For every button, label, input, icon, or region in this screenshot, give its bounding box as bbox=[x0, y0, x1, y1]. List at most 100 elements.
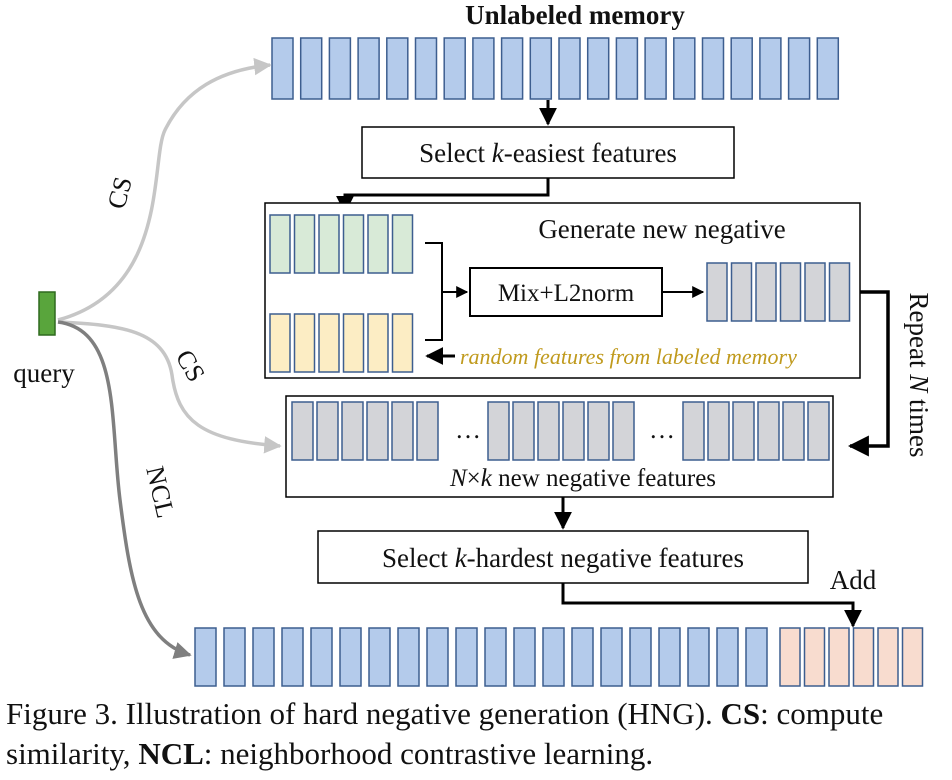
generated-features bbox=[706, 262, 851, 322]
feature-cell bbox=[828, 627, 850, 687]
feature-cell bbox=[342, 313, 365, 373]
feature-cell bbox=[391, 313, 414, 373]
feature-cell bbox=[716, 627, 739, 687]
cs-edge-middle bbox=[59, 320, 282, 454]
feature-cell bbox=[281, 627, 304, 687]
figure-caption: Figure 3. Illustration of hard negative … bbox=[6, 694, 946, 774]
ellipsis-2: … bbox=[649, 415, 675, 444]
select-hardest-text: Select k-hardest negative features bbox=[382, 543, 744, 573]
select-easiest-box bbox=[361, 126, 735, 179]
feature-cell bbox=[558, 37, 581, 100]
feature-cell bbox=[586, 37, 610, 100]
caption-ncl: NCL bbox=[138, 736, 204, 771]
feature-cell bbox=[293, 313, 316, 373]
feature-cell bbox=[455, 627, 478, 687]
feature-cell bbox=[816, 37, 840, 100]
cs-edge-top bbox=[57, 57, 272, 322]
feature-cell bbox=[299, 37, 323, 100]
feature-cell bbox=[500, 37, 524, 100]
caption-cs: CS bbox=[720, 696, 761, 731]
feature-cell bbox=[318, 214, 340, 274]
feature-cell bbox=[730, 37, 753, 100]
feature-cell bbox=[807, 401, 830, 461]
feature-cell bbox=[291, 401, 314, 461]
feature-cell bbox=[367, 313, 389, 373]
mix-box bbox=[469, 267, 663, 317]
feature-cell bbox=[529, 37, 553, 100]
bottom-added-negatives bbox=[779, 627, 924, 687]
feature-cell bbox=[877, 627, 899, 687]
add-path bbox=[561, 583, 862, 628]
nk-group-1 bbox=[291, 401, 439, 461]
query-label: query bbox=[13, 358, 75, 388]
feature-cell bbox=[687, 627, 710, 687]
feature-cell bbox=[391, 214, 414, 274]
feature-cell bbox=[779, 262, 802, 322]
feature-cell bbox=[366, 401, 389, 461]
feature-cell bbox=[472, 37, 495, 100]
random-note: random features from labeled memory bbox=[460, 344, 797, 369]
nk-group-2 bbox=[487, 401, 635, 461]
feature-cell bbox=[513, 627, 536, 687]
feature-cell bbox=[426, 627, 449, 687]
feature-cell bbox=[357, 37, 380, 100]
caption-cs-desc: : compute similarity, bbox=[6, 696, 884, 771]
caption-ncl-desc: : neighborhood contrastive learning. bbox=[203, 736, 654, 771]
feature-cell bbox=[414, 37, 438, 100]
unlabeled-memory-strip bbox=[271, 37, 840, 100]
feature-cell bbox=[732, 401, 755, 461]
feature-cell bbox=[537, 401, 560, 461]
feature-cell bbox=[600, 627, 623, 687]
feature-cell bbox=[328, 37, 352, 100]
feature-cell bbox=[484, 627, 507, 687]
nk-group-3 bbox=[682, 401, 830, 461]
repeat-path bbox=[847, 290, 890, 457]
feature-cell bbox=[368, 627, 391, 687]
labeled-random-features bbox=[269, 313, 414, 373]
feature-cell bbox=[512, 401, 535, 461]
feature-cell bbox=[391, 401, 414, 461]
feature-cell bbox=[416, 401, 439, 461]
nk-caption: N×k new negative features bbox=[449, 465, 716, 492]
feature-cell bbox=[673, 37, 696, 100]
feature-cell bbox=[397, 627, 420, 687]
feature-cell bbox=[269, 313, 291, 373]
feature-cell bbox=[310, 627, 333, 687]
feature-cell bbox=[293, 214, 316, 274]
ellipsis-1: … bbox=[455, 415, 481, 444]
feature-cell bbox=[194, 627, 217, 687]
feature-cell bbox=[779, 627, 801, 687]
feature-cell bbox=[269, 214, 291, 274]
query-feature bbox=[38, 291, 56, 336]
feature-cell bbox=[755, 262, 777, 322]
feature-cell bbox=[852, 627, 875, 687]
feature-cell bbox=[701, 37, 725, 100]
feature-cell bbox=[615, 37, 639, 100]
feature-cell bbox=[252, 627, 275, 687]
feature-cell bbox=[706, 262, 728, 322]
feature-cell bbox=[803, 627, 826, 687]
feature-cell bbox=[443, 37, 466, 100]
feature-cell bbox=[386, 37, 409, 100]
feature-cell bbox=[487, 401, 510, 461]
feature-cell bbox=[341, 401, 364, 461]
feature-cell bbox=[316, 401, 339, 461]
feature-cell bbox=[629, 627, 652, 687]
feature-cell bbox=[342, 214, 365, 274]
feature-cell bbox=[612, 401, 635, 461]
easy-features bbox=[269, 214, 414, 274]
feature-cell bbox=[787, 37, 811, 100]
feature-cell bbox=[745, 627, 768, 687]
cs-label-middle: CS bbox=[170, 345, 211, 387]
feature-cell bbox=[759, 37, 782, 100]
feature-cell bbox=[828, 262, 851, 322]
add-label: Add bbox=[830, 565, 877, 595]
generate-title: Generate new negative bbox=[538, 214, 785, 244]
feature-cell bbox=[587, 401, 610, 461]
feature-cell bbox=[318, 313, 340, 373]
feature-cell bbox=[571, 627, 594, 687]
feature-cell bbox=[682, 401, 705, 461]
feature-cell bbox=[730, 262, 753, 322]
feature-cell bbox=[782, 401, 805, 461]
unlabeled-memory-title: Unlabeled memory bbox=[465, 0, 685, 30]
